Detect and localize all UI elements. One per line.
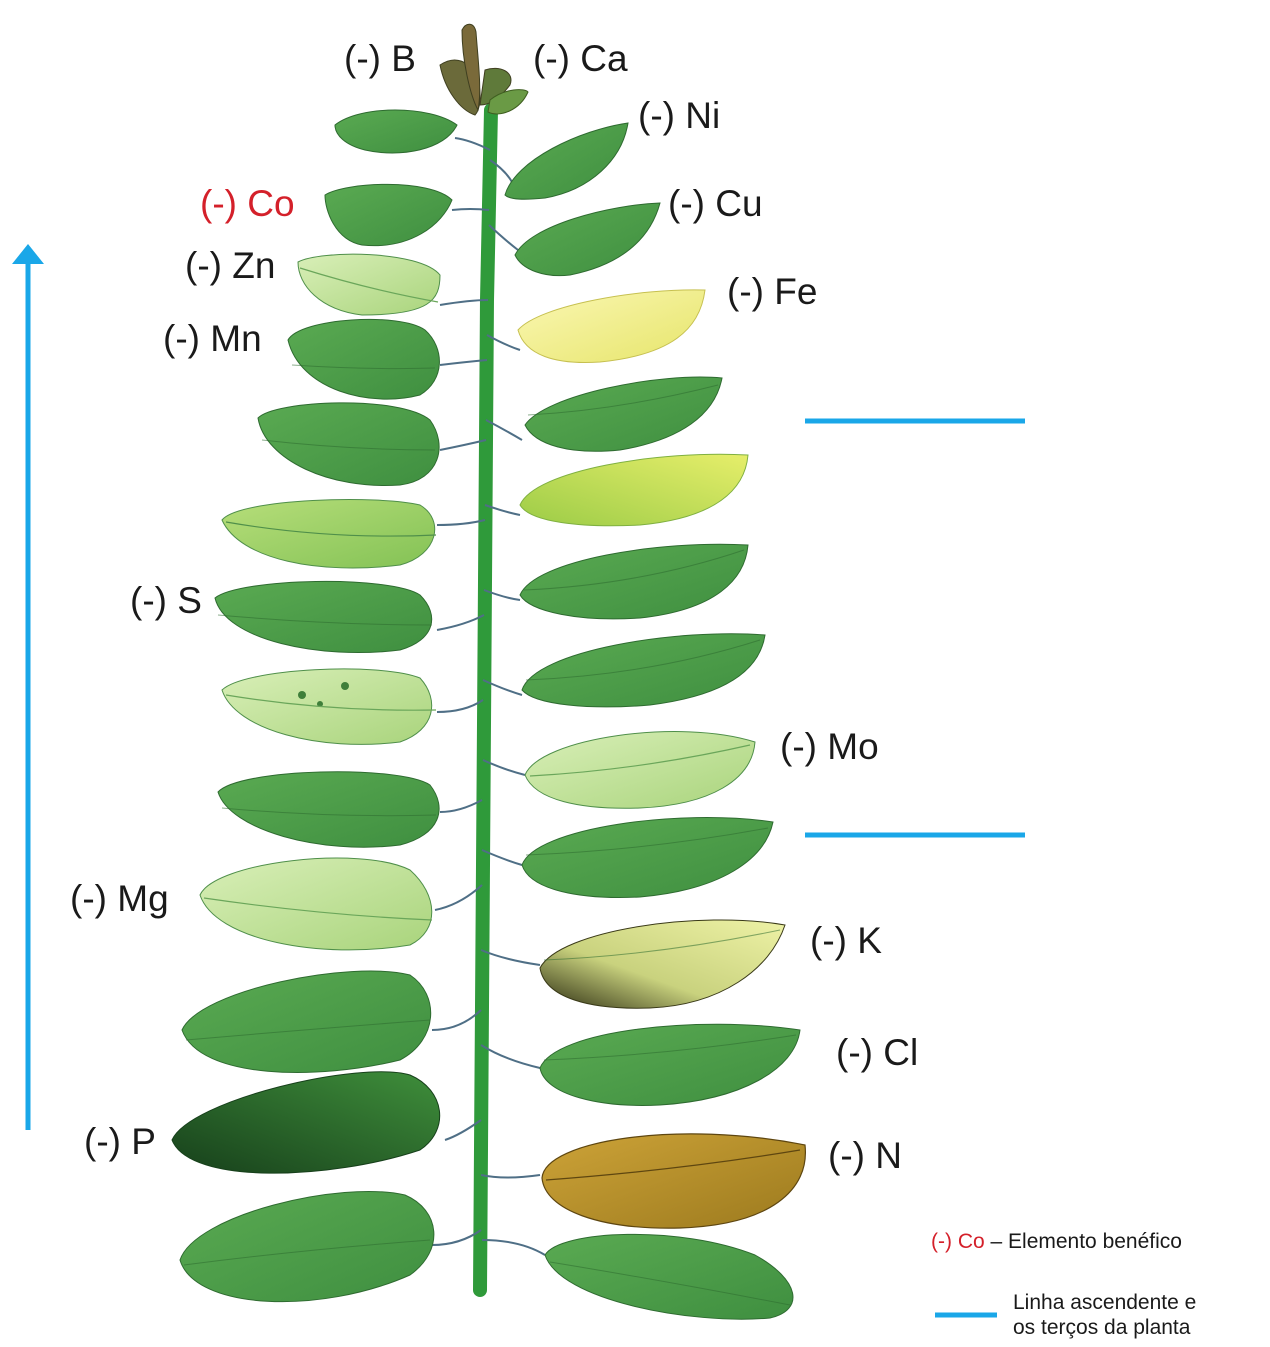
legend-line-text-2: os terços da planta xyxy=(1013,1315,1190,1340)
leaf-right-7 xyxy=(522,634,765,707)
label-cobalt: (-) Co xyxy=(200,185,295,222)
label-manganese: (-) Mn xyxy=(163,320,262,357)
leaf-top-left-1 xyxy=(335,110,457,153)
leaf-cu xyxy=(515,203,660,276)
arrow-up-icon xyxy=(12,244,44,1130)
label-nitrogen: (-) N xyxy=(828,1137,902,1174)
leaf-left-5 xyxy=(258,403,439,486)
label-potassium: (-) K xyxy=(810,922,882,959)
label-iron: (-) Fe xyxy=(727,273,817,310)
legend-beneficial-symbol: (-) Co xyxy=(931,1230,985,1253)
label-magnesium: (-) Mg xyxy=(70,880,169,917)
leaf-left-8 xyxy=(222,669,436,744)
label-zinc: (-) Zn xyxy=(185,247,275,284)
leaf-right-6 xyxy=(520,544,748,619)
legend-line-text-1: Linha ascendente e xyxy=(1013,1290,1196,1315)
label-chlorine: (-) Cl xyxy=(836,1034,918,1071)
leaf-right-13 xyxy=(545,1234,793,1319)
label-calcium: (-) Ca xyxy=(533,40,628,77)
leaf-fe xyxy=(518,290,705,363)
label-sulfur: (-) S xyxy=(130,582,202,619)
leaf-p xyxy=(172,1072,440,1173)
leaf-left-9 xyxy=(218,772,439,847)
leaf-right-9 xyxy=(522,818,773,898)
leaf-zn xyxy=(298,254,440,315)
legend-beneficial-text: – Elemento benéfico xyxy=(985,1230,1182,1253)
leaf-left-6 xyxy=(222,500,436,568)
leaf-right-5 xyxy=(520,454,748,526)
leaf-n xyxy=(542,1134,805,1228)
leaf-mg xyxy=(200,858,432,950)
leaf-ni xyxy=(505,123,628,199)
label-molybdenum: (-) Mo xyxy=(780,728,879,765)
leaf-right-4 xyxy=(525,377,722,451)
leaf-left-13 xyxy=(180,1191,434,1301)
left-leaves xyxy=(172,110,457,1302)
apical-bud xyxy=(440,24,528,115)
label-nickel: (-) Ni xyxy=(638,97,720,134)
leaf-mn xyxy=(288,319,439,399)
leaf-cl xyxy=(540,1024,800,1105)
leaf-co xyxy=(325,184,452,245)
label-phosphorus: (-) P xyxy=(84,1123,156,1160)
label-copper: (-) Cu xyxy=(668,185,763,222)
legend-beneficial: (-) Co – Elemento benéfico xyxy=(931,1229,1182,1254)
label-boron: (-) B xyxy=(344,40,416,77)
leaf-k xyxy=(540,920,785,1008)
leaf-left-11 xyxy=(182,971,431,1072)
leaf-mo xyxy=(525,732,755,809)
